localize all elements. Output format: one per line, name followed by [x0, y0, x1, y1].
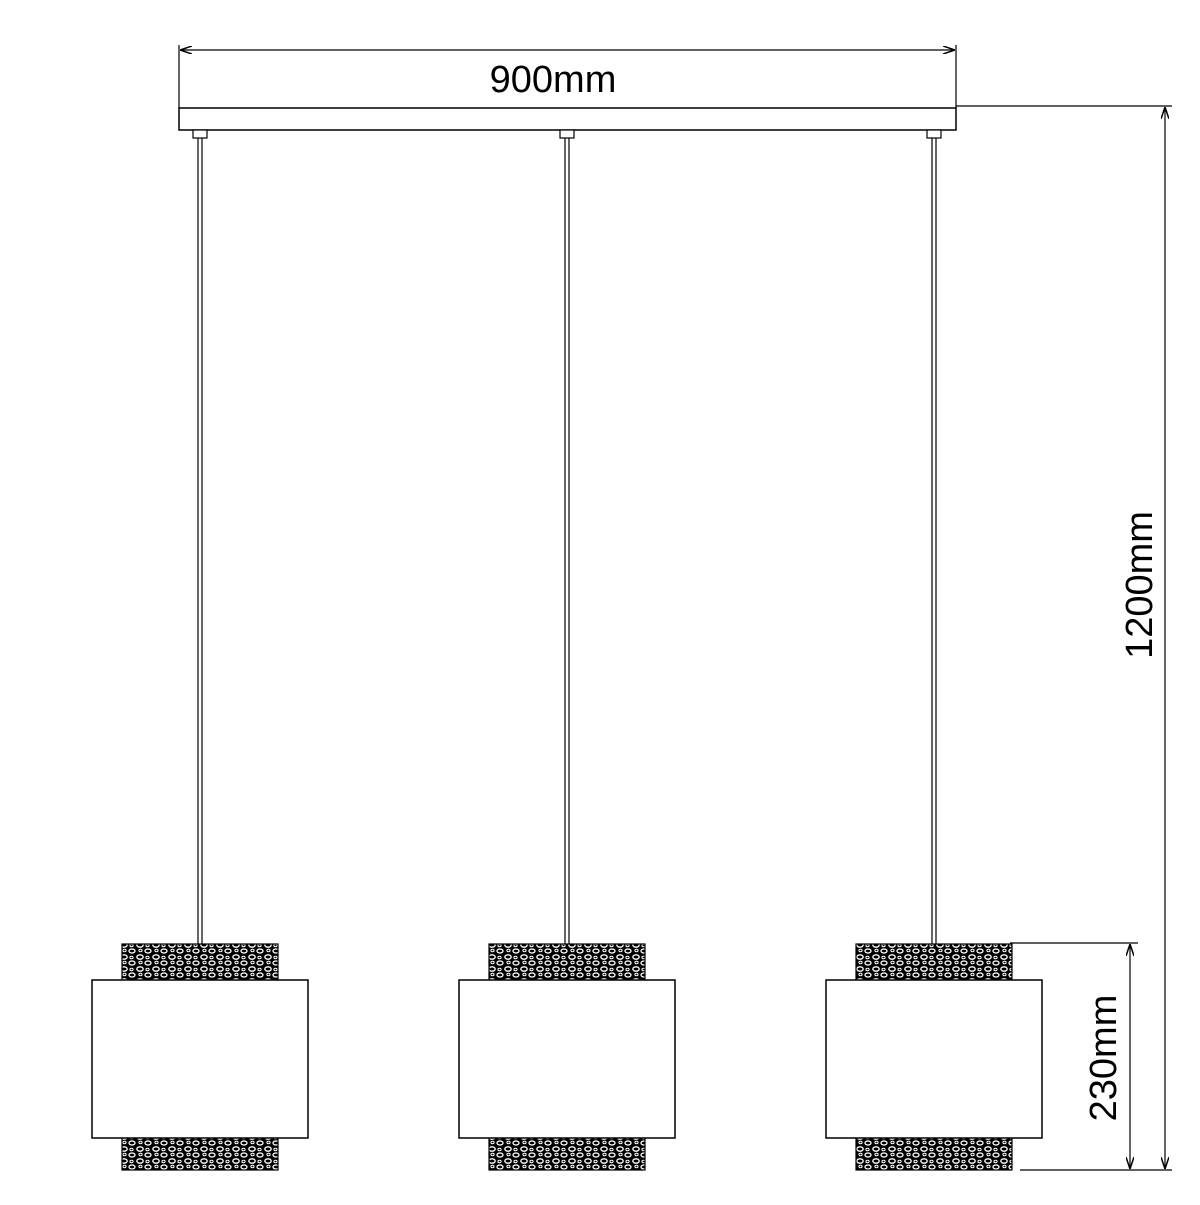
pendants — [91, 129, 1043, 1171]
perforated-band-top — [488, 943, 646, 983]
perforated-band-top — [121, 943, 279, 983]
pendant-center — [458, 129, 676, 1171]
cable-connector — [192, 129, 208, 139]
ceiling-canopy — [178, 107, 957, 131]
width-dimension: 900mm — [178, 45, 957, 108]
shade-height-dimension: 230mm — [1010, 942, 1138, 1169]
lamp-shade — [825, 979, 1043, 1139]
cable-connector — [926, 129, 942, 139]
cable-connector — [559, 129, 575, 139]
height-dimension: 1200mm — [956, 105, 1172, 1171]
height-dimension-label: 1200mm — [1119, 511, 1161, 659]
lamp-shade — [458, 979, 676, 1139]
shade-height-dimension-label: 230mm — [1083, 995, 1125, 1122]
pendant-left — [91, 129, 309, 1171]
pendant-right — [825, 129, 1043, 1171]
perforated-band-top — [855, 943, 1013, 983]
width-dimension-label: 900mm — [490, 59, 617, 101]
lamp-shade — [91, 979, 309, 1139]
